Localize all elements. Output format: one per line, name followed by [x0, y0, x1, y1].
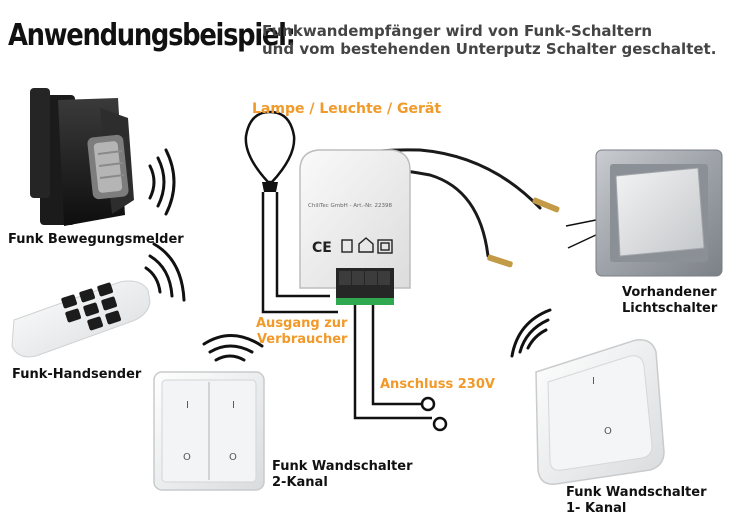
existing-switch-label-line-2: Lichtschalter — [622, 301, 718, 316]
motion-sensor-device — [30, 88, 134, 226]
switch-off-mark-right: O — [229, 452, 237, 463]
receiver-imprint: ChiliTec GmbH - Art.-Nr. 22398 — [308, 203, 392, 209]
wall-switch-2ch-label-line-1: Funk Wandschalter — [272, 459, 413, 474]
terminal-circle-1 — [420, 396, 436, 412]
wall-switch-2ch-label-line-2: 2-Kanal — [272, 475, 328, 490]
terminal-circle-2 — [432, 416, 448, 432]
receiver-module: ChiliTec GmbH - Art.-Nr. 22398 CE — [299, 149, 411, 305]
ce-mark: CE — [312, 240, 332, 256]
lamp-icon — [244, 110, 296, 192]
existing-switch-label-line-1: Vorhandener — [622, 285, 717, 300]
output-label-line-2: Verbraucher — [256, 332, 348, 347]
certification-icons — [341, 237, 393, 254]
switch-off-mark-left: O — [183, 452, 191, 463]
wiring-lines — [261, 192, 432, 420]
wall-switch-1ch-label-line-1: Funk Wandschalter — [566, 485, 707, 500]
switch-1ch-off-mark: O — [604, 426, 612, 437]
wall-switch-2ch-label: Funk Wandschalter 2-Kanal — [272, 459, 413, 491]
switch-1ch-on-mark: I — [592, 376, 595, 387]
connection-label: Anschluss 230V — [380, 377, 495, 392]
motion-sensor-radio-waves — [148, 148, 176, 216]
wall-switch-2-channel-radio-waves — [202, 334, 264, 362]
page-title: Anwendungsbeispiel: — [8, 18, 296, 53]
wall-switch-1ch-label-line-2: 1- Kanal — [566, 501, 627, 516]
output-label: Ausgang zur Verbraucher — [256, 316, 347, 348]
existing-light-switch — [595, 149, 723, 277]
lamp-label: Lampe / Leuchte / Gerät — [252, 101, 442, 117]
cable-ends — [487, 197, 560, 268]
wall-switch-1-channel: I O — [535, 339, 665, 485]
output-label-line-1: Ausgang zur — [256, 316, 348, 331]
existing-switch-label: Vorhandener Lichtschalter — [622, 285, 717, 317]
handheld-remote-device — [11, 280, 151, 358]
terminal-block-green — [336, 298, 394, 305]
motion-sensor-label: Funk Bewegungsmelder — [8, 232, 184, 247]
switch-on-mark-left: I — [186, 400, 189, 411]
handheld-radio-waves — [144, 242, 186, 302]
wall-switch-2-channel: I I O O — [153, 371, 265, 491]
handheld-label: Funk-Handsender — [12, 367, 142, 382]
wall-switch-1ch-label: Funk Wandschalter 1- Kanal — [566, 485, 707, 517]
subtitle-line-2: und vom bestehenden Unterputz Schalter g… — [262, 40, 717, 58]
existing-switch-connector-lines — [565, 219, 599, 249]
switch-on-mark-right: I — [232, 400, 235, 411]
subtitle-line-1: Funkwandempfänger wird von Funk-Schalter… — [262, 22, 653, 40]
page-subtitle: Funkwandempfänger wird von Funk-Schalter… — [262, 22, 716, 58]
wall-switch-1-channel-radio-waves — [510, 308, 552, 358]
